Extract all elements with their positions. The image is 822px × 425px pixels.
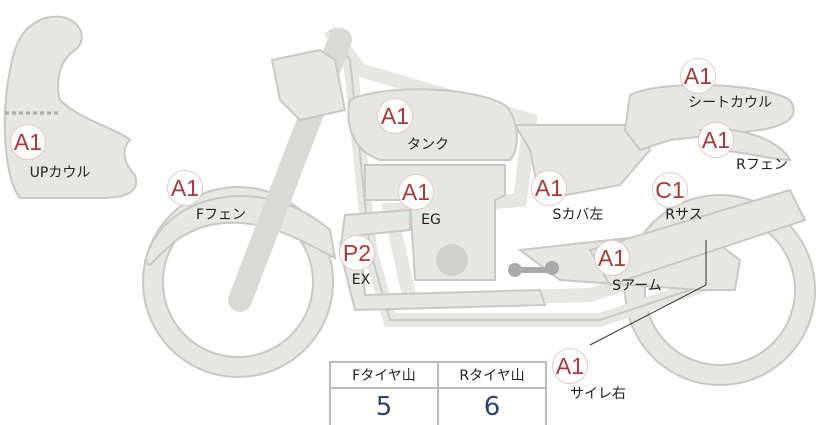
- label-silencer-right: サイレ右: [570, 386, 626, 402]
- exhaust: [338, 208, 547, 312]
- tire-tread-table: Fタイヤ山 Rタイヤ山 5 6: [329, 361, 547, 425]
- grade-badge-engine: A1: [398, 174, 434, 210]
- label-engine: EG: [421, 212, 441, 228]
- label-rear-fender: Rフェン: [736, 157, 788, 173]
- rear-tire-header: Rタイヤ山: [437, 361, 547, 389]
- grade-badge-tank: A1: [377, 98, 413, 134]
- rear-tire-value: 6: [437, 387, 547, 425]
- label-exhaust: EX: [351, 272, 371, 288]
- seat-cowl: [623, 83, 795, 152]
- label-up-cowl: UPカウル: [29, 165, 91, 181]
- grade-badge-side-cover-left: A1: [531, 170, 567, 206]
- label-front-fender: Fフェン: [195, 207, 247, 223]
- label-rear-suspension: Rサス: [665, 207, 703, 223]
- label-tank: タンク: [407, 137, 449, 153]
- grade-badge-swingarm: A1: [594, 240, 630, 276]
- headlight: [270, 48, 347, 122]
- label-seat-cowl: シートカウル: [688, 95, 772, 111]
- front-fender: [143, 195, 337, 267]
- grade-badge-silencer-right: A1: [552, 348, 588, 384]
- grade-badge-rear-fender: A1: [698, 122, 734, 158]
- front-tire-value: 5: [329, 387, 439, 425]
- front-tire-header: Fタイヤ山: [329, 361, 439, 389]
- grade-badge-seat-cowl: A1: [680, 58, 716, 94]
- label-swingarm: Sアーム: [612, 278, 662, 294]
- grade-badge-front-fender: A1: [167, 170, 203, 206]
- grade-badge-rear-suspension: C1: [652, 172, 688, 208]
- grade-badge-up-cowl: A1: [10, 124, 46, 160]
- grade-badge-exhaust: P2: [339, 235, 375, 271]
- label-side-cover-left: Sカバ左: [552, 207, 604, 223]
